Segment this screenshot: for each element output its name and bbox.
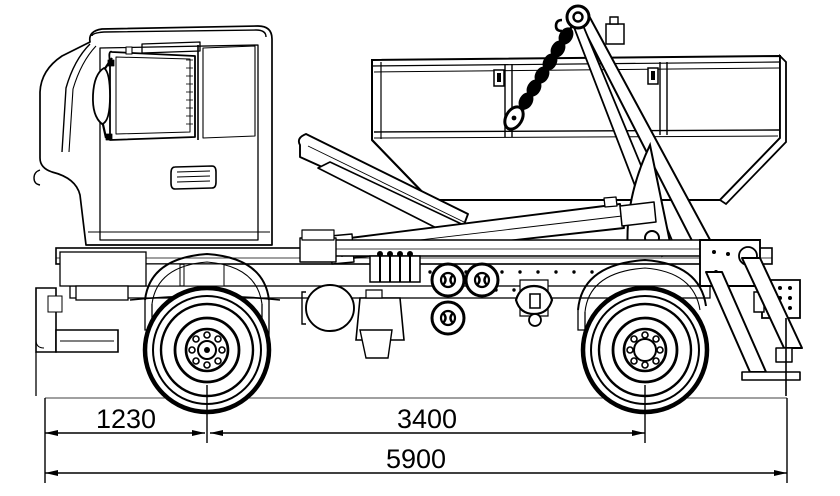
rear-fender-edge-left: [577, 310, 586, 331]
a-pillar-inner: [68, 45, 97, 153]
fuel-tank-assembly: [355, 289, 405, 359]
front-wheel-bolts: [188, 331, 226, 369]
dim-text-front-overhang: 1230: [96, 404, 156, 434]
dim-text-overall-length: 5900: [386, 444, 446, 474]
roller-upper-left: [430, 262, 466, 298]
crane-apex-pin: [572, 11, 584, 23]
ram-port: [603, 196, 618, 208]
air-reservoir: [301, 284, 355, 332]
outrigger-foot-pad: [775, 347, 793, 363]
front-grab-handle: [33, 169, 41, 186]
valve-spools: [379, 256, 411, 282]
rear-wheel: [580, 285, 710, 415]
rear-wheel-hub-cap: [633, 338, 657, 362]
lifting-hook: [554, 18, 563, 33]
lifting-chain: [514, 25, 574, 123]
engine-sump: [75, 285, 129, 301]
quarter-window: [202, 45, 256, 139]
pto-cap: [528, 313, 542, 327]
ram-rod: [619, 201, 657, 227]
outrigger-leg-outer: [741, 257, 803, 349]
lifting-lug-left-hole: [497, 73, 501, 82]
roller-lower: [430, 300, 466, 336]
rear-wheel-bolts: [626, 331, 664, 369]
side-window: [108, 50, 196, 141]
subframe-support-left: [299, 237, 337, 263]
cab-door: [99, 44, 259, 241]
sun-visor: [141, 41, 201, 54]
exhaust-outlet: [359, 329, 393, 359]
rear-fender: [577, 258, 707, 331]
dim-text-wheelbase: 3400: [397, 404, 457, 434]
front-fascia: [35, 288, 45, 349]
subframe-support-cap: [301, 229, 335, 241]
container-mid-rail: [373, 129, 780, 133]
mirror-bracket-lower: [105, 133, 113, 141]
rear-outriggers: [705, 257, 803, 396]
chain-shackle-pin: [511, 115, 517, 121]
valve-knobs: [377, 251, 413, 257]
cab-roof: [91, 29, 267, 38]
side-mirror: [92, 67, 111, 125]
door-handle: [170, 165, 217, 190]
container-right-edge-rail: [718, 53, 787, 206]
container-top-rail-2: [373, 67, 780, 73]
headlamp-housing: [47, 295, 63, 313]
tank-filler: [365, 289, 383, 299]
cab-assembly: [33, 25, 273, 246]
front-wheel: [142, 285, 272, 415]
wide-angle-mirror: [125, 46, 133, 55]
mirror-bracket-upper: [107, 59, 115, 67]
container-body-outline: [371, 54, 781, 201]
container-top-rail: [371, 61, 781, 67]
pto-shaft: [529, 293, 541, 309]
tipping-arm-assembly: [297, 133, 719, 265]
skip-container: [371, 53, 787, 206]
roller-upper-right: [464, 262, 500, 298]
lifting-lug-right-hole: [651, 71, 655, 80]
air-tank-strap: [301, 291, 306, 325]
air-vent-grille: [176, 170, 211, 183]
mid-chassis-detail: [514, 279, 554, 327]
container-mid-rail-2: [373, 135, 779, 139]
hydraulic-valve-bank: [369, 251, 421, 283]
outrigger-foot: [741, 371, 801, 381]
window-seal-hatching: [186, 59, 193, 125]
a-pillar: [61, 43, 91, 153]
dimension-annotations: [44, 385, 788, 483]
chassis-rollers: [430, 262, 500, 336]
side-window-inner: [115, 56, 191, 135]
crane-control-box: [605, 23, 625, 45]
engine-block: [59, 251, 147, 287]
crane-control-box-cap: [609, 16, 619, 25]
tipping-arm-upper-line: [307, 145, 465, 223]
front-end-assembly: [35, 287, 119, 396]
